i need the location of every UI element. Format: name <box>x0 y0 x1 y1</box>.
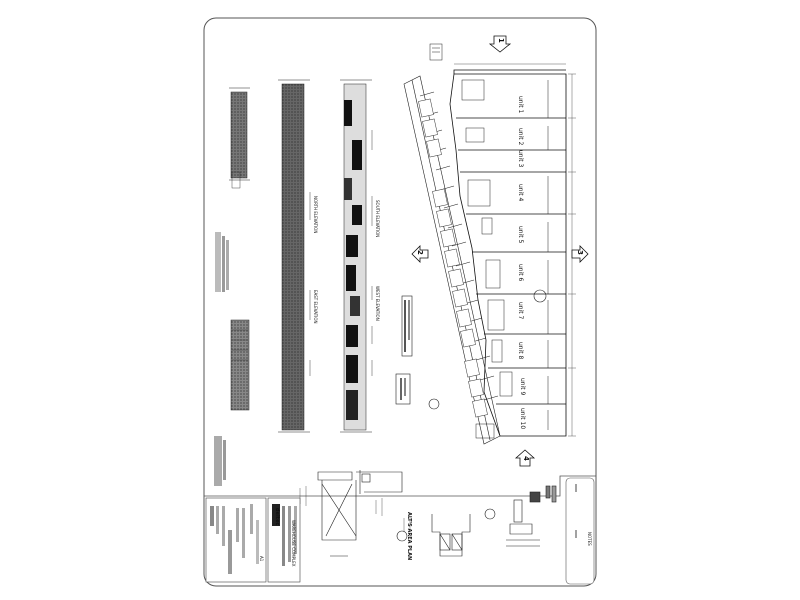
north-arrow <box>428 398 440 410</box>
detail-marker-1 <box>396 530 408 542</box>
unit-dividers <box>456 117 566 405</box>
section-arrow-left <box>411 245 429 263</box>
section-arrow-label-1: 1 <box>497 38 505 43</box>
elevation-label-south: SOUTH ELEVATION <box>375 200 380 238</box>
small-building-elevation <box>229 87 250 189</box>
unit-label-7: unit 7 <box>517 302 524 320</box>
parking-stalls <box>418 98 488 418</box>
detail-marker-2 <box>484 508 496 520</box>
unit-label-3: unit 3 <box>517 150 524 168</box>
elevation-label-west: WEST ELEVATION <box>375 286 380 321</box>
building-footprint <box>449 69 567 437</box>
title-block-sheet: A1 <box>259 556 264 562</box>
south-elevation <box>340 79 372 433</box>
step-detail <box>506 485 557 547</box>
section-arrow-bottom <box>514 449 536 467</box>
title-block-divider <box>204 475 596 497</box>
entrance-detail <box>429 43 495 439</box>
section-arrow-right <box>571 245 589 263</box>
unit-label-4: unit 4 <box>517 184 524 202</box>
internal-walls <box>461 79 549 430</box>
unit-label-1: unit 1 <box>517 96 524 114</box>
elevation-annotations <box>309 130 373 376</box>
notes-panel <box>565 477 595 585</box>
roof-section-detail <box>317 470 403 557</box>
section-arrow-label-3: 3 <box>576 250 584 255</box>
unit-label-6: unit 6 <box>517 264 524 282</box>
legend-box <box>395 295 413 405</box>
unit-label-8: unit 8 <box>517 342 524 360</box>
title-block-firm: deltec <box>274 508 280 526</box>
section-arrow-top <box>488 35 512 53</box>
drawing-title: ALT'S AREA PLAN <box>406 512 412 561</box>
unit-label-5: unit 5 <box>517 226 524 244</box>
notes-text-block <box>214 232 229 486</box>
column-marker <box>533 289 547 303</box>
annotation-leaders <box>299 486 411 532</box>
title-block-project: WAREHOUSE COMPLEX <box>291 520 296 567</box>
notes-label: NOTES <box>587 532 592 546</box>
section-arrow-label-4: 4 <box>522 456 530 461</box>
section-arrow-label-2: 2 <box>416 250 424 255</box>
unit-label-9: unit 9 <box>519 378 526 396</box>
north-elevation <box>278 79 310 433</box>
unit-label-2: unit 2 <box>517 128 524 146</box>
elevation-label-east: EAST ELEVATION <box>313 290 318 324</box>
elevation-label-north: NORTH ELEVATION <box>313 196 318 234</box>
footing-detail <box>431 514 471 557</box>
small-building-elevation-2 <box>230 319 250 411</box>
unit-label-10: unit 10 <box>519 408 526 430</box>
title-block <box>205 497 301 583</box>
